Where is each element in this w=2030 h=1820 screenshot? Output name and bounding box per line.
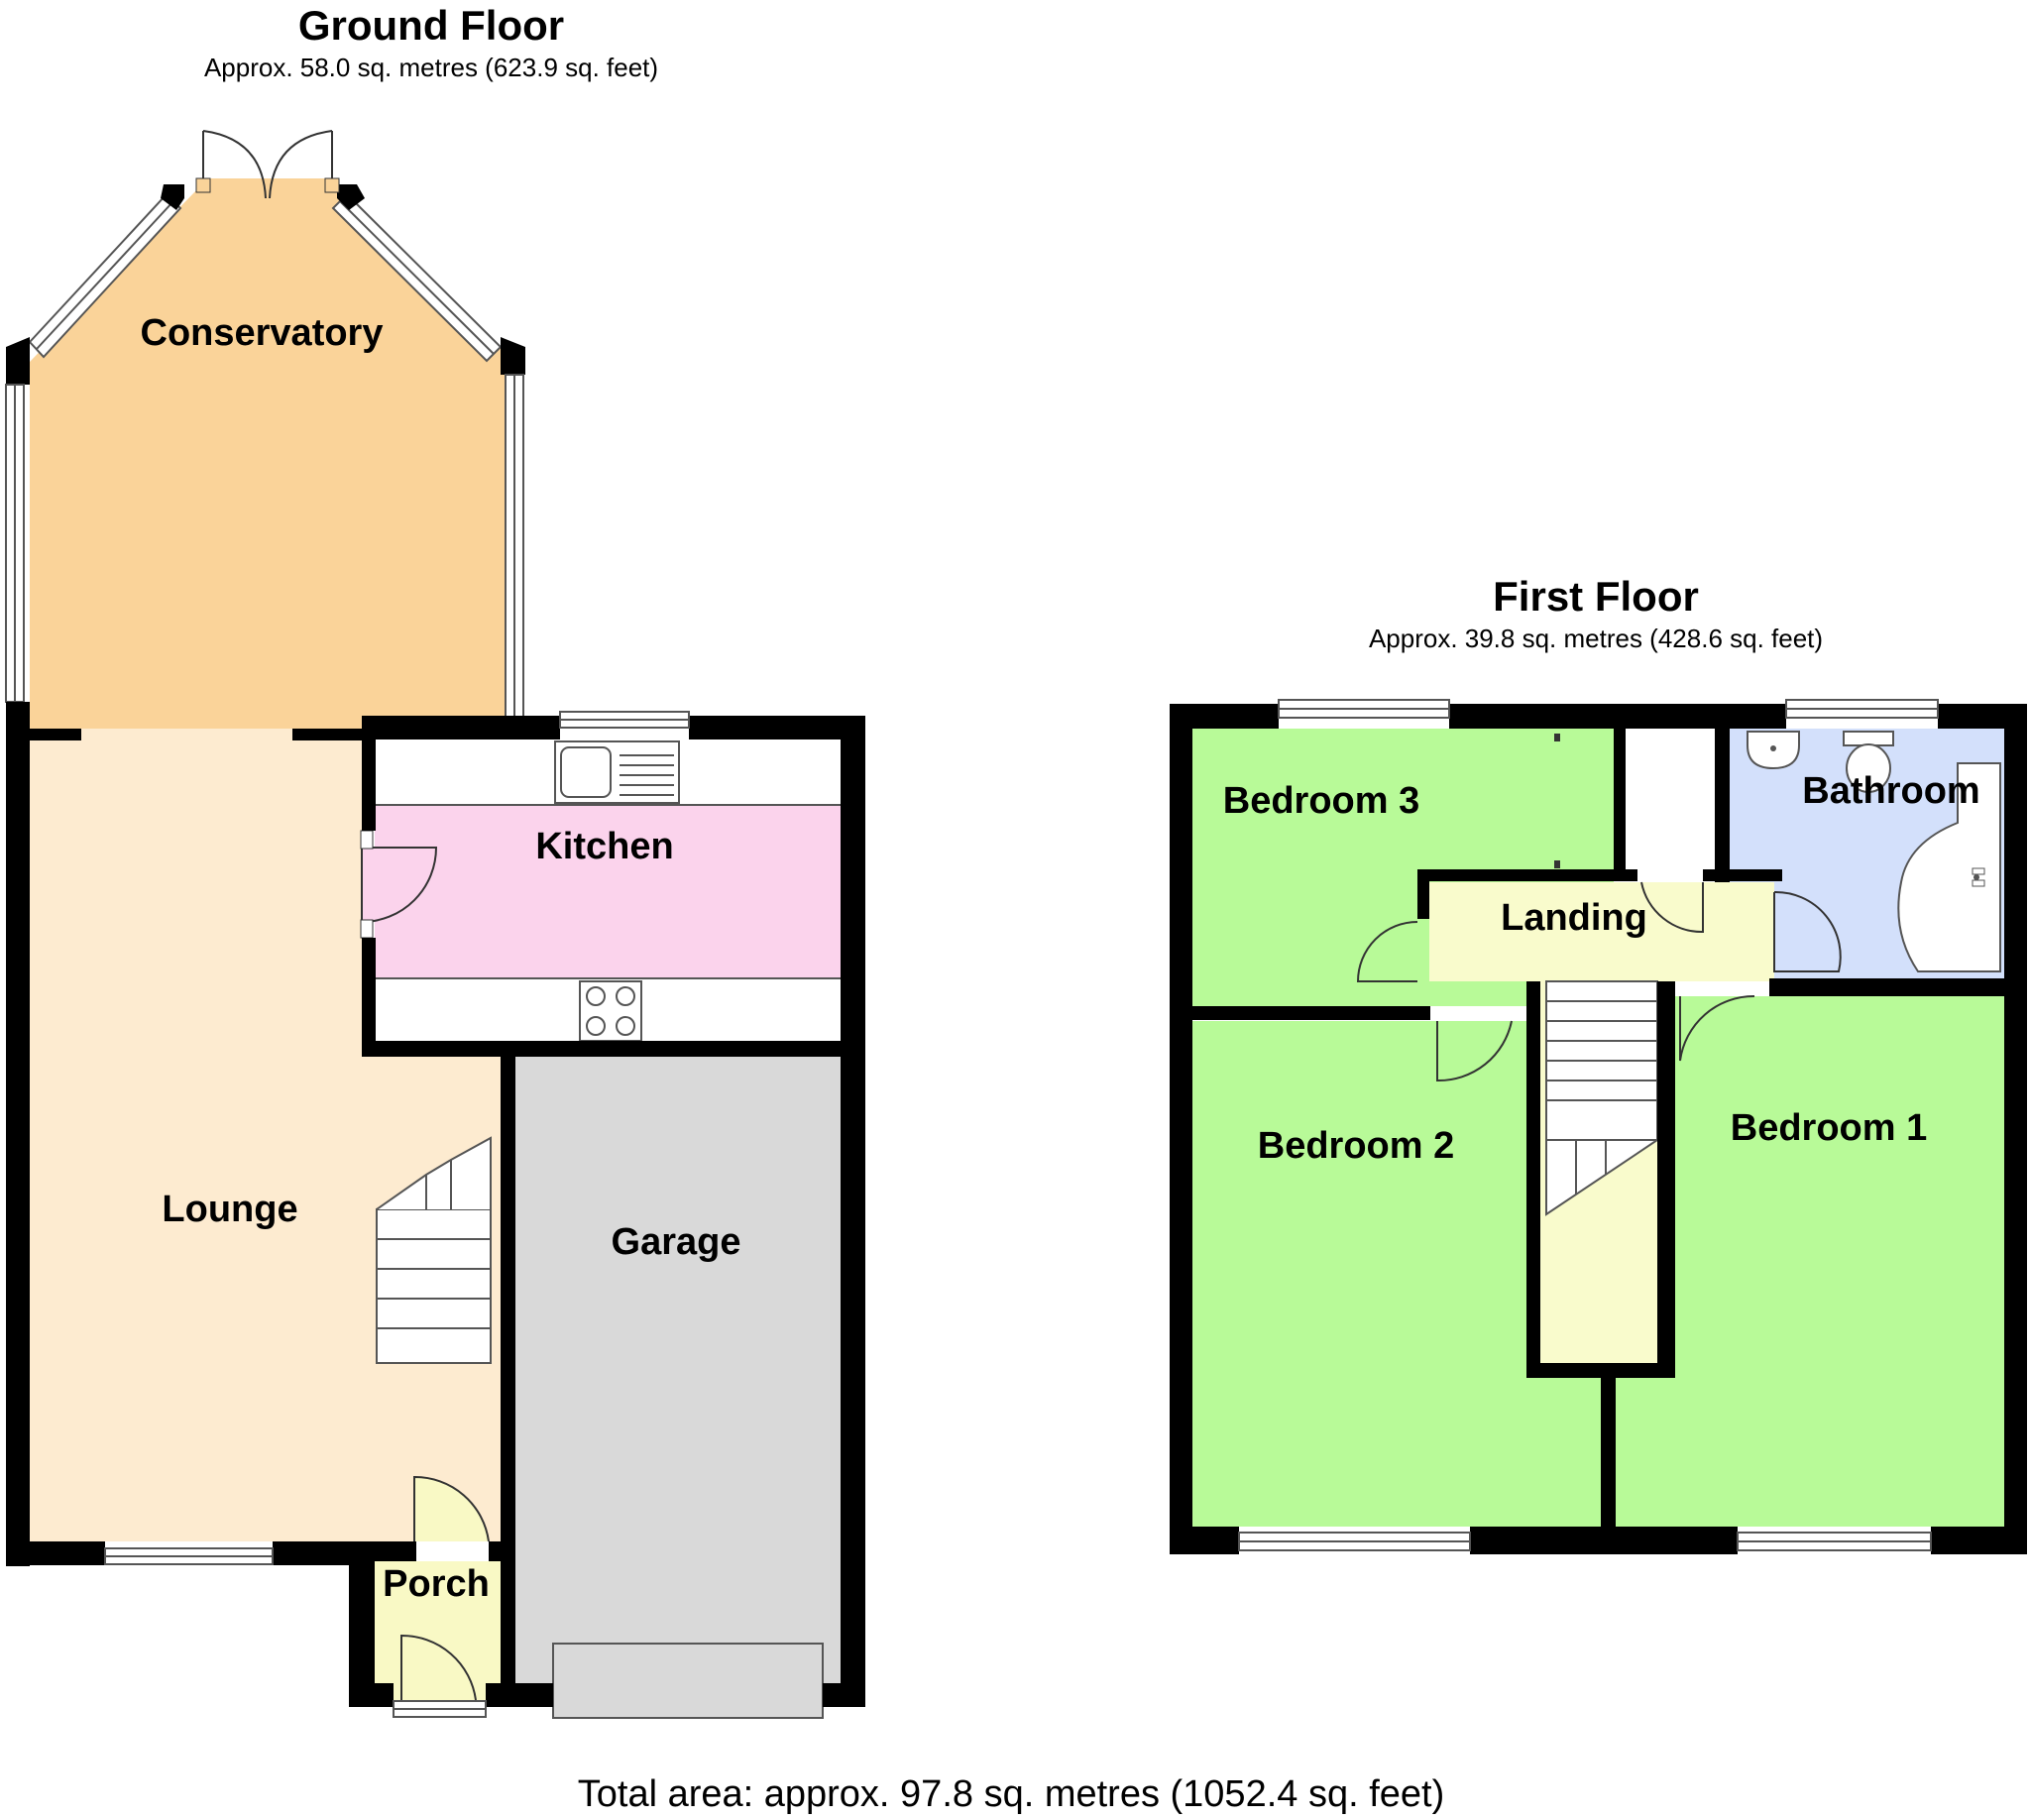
conservatory-right-window — [331, 192, 503, 363]
bedroom2-label: Bedroom 2 — [1258, 1125, 1454, 1167]
lounge-staircase — [376, 1136, 492, 1364]
garage-label: Garage — [612, 1221, 741, 1263]
conservatory-left-window — [28, 192, 182, 359]
bedroom1-area — [1616, 996, 2004, 1527]
bedroom1-window — [1737, 1532, 1932, 1551]
first-floor: First Floor Approx. 39.8 sq. metres (428… — [1170, 573, 2027, 1554]
kitchen-window — [559, 711, 690, 729]
first-floor-area: Approx. 39.8 sq. metres (428.6 sq. feet) — [1369, 624, 1823, 653]
first-floor-walls — [1170, 704, 2027, 1554]
total-area: Total area: approx. 97.8 sq. metres (105… — [578, 1773, 1444, 1815]
bath-icon — [1897, 762, 2001, 972]
lounge-window — [104, 1547, 274, 1565]
bedroom1-door-icon — [1679, 994, 1755, 1062]
bedroom3-window — [1278, 699, 1450, 719]
bathroom-label: Bathroom — [1802, 770, 1979, 812]
conservatory-french-doors — [195, 130, 340, 199]
porch-label: Porch — [383, 1563, 490, 1605]
bathroom-basin-icon — [1747, 731, 1800, 770]
lounge-label: Lounge — [162, 1189, 297, 1230]
airing-cupboard — [1626, 729, 1715, 882]
bedroom2-door-icon — [1436, 1020, 1513, 1082]
bathroom-door-icon — [1773, 890, 1842, 972]
kitchen-label: Kitchen — [535, 826, 673, 867]
kitchen-hob-icon — [579, 980, 642, 1042]
bathroom-window — [1785, 699, 1939, 719]
bedroom2-area — [1192, 1021, 1601, 1527]
conservatory-side-window-right — [505, 374, 524, 723]
toilet-icon — [1843, 731, 1894, 793]
conservatory-side-window-left — [5, 384, 25, 703]
garage-area — [515, 1056, 841, 1700]
bedroom3-label: Bedroom 3 — [1223, 780, 1419, 822]
first-floor-staircase — [1545, 980, 1661, 1216]
porch-inner-door-icon — [413, 1475, 490, 1542]
bedroom1-label: Bedroom 1 — [1731, 1107, 1927, 1149]
conservatory-area — [30, 178, 515, 729]
garage-door-icon — [552, 1643, 824, 1719]
ground-floor-title: Ground Floor — [298, 2, 564, 49]
ground-floor-area: Approx. 58.0 sq. metres (623.9 sq. feet) — [204, 53, 658, 82]
porch-window — [393, 1700, 487, 1718]
conservatory-label: Conservatory — [141, 312, 384, 354]
bedroom2-window — [1238, 1532, 1471, 1551]
ground-floor-walls — [6, 702, 865, 1707]
kitchen-door-icon — [360, 830, 438, 939]
first-floor-title: First Floor — [1493, 573, 1699, 620]
bedroom3-door-icon — [1356, 921, 1418, 982]
ground-floor: Ground Floor Approx. 58.0 sq. metres (62… — [5, 2, 865, 1719]
kitchen-sink-icon — [554, 740, 680, 804]
landing-label: Landing — [1501, 897, 1647, 939]
porch-front-door-icon — [400, 1634, 477, 1701]
